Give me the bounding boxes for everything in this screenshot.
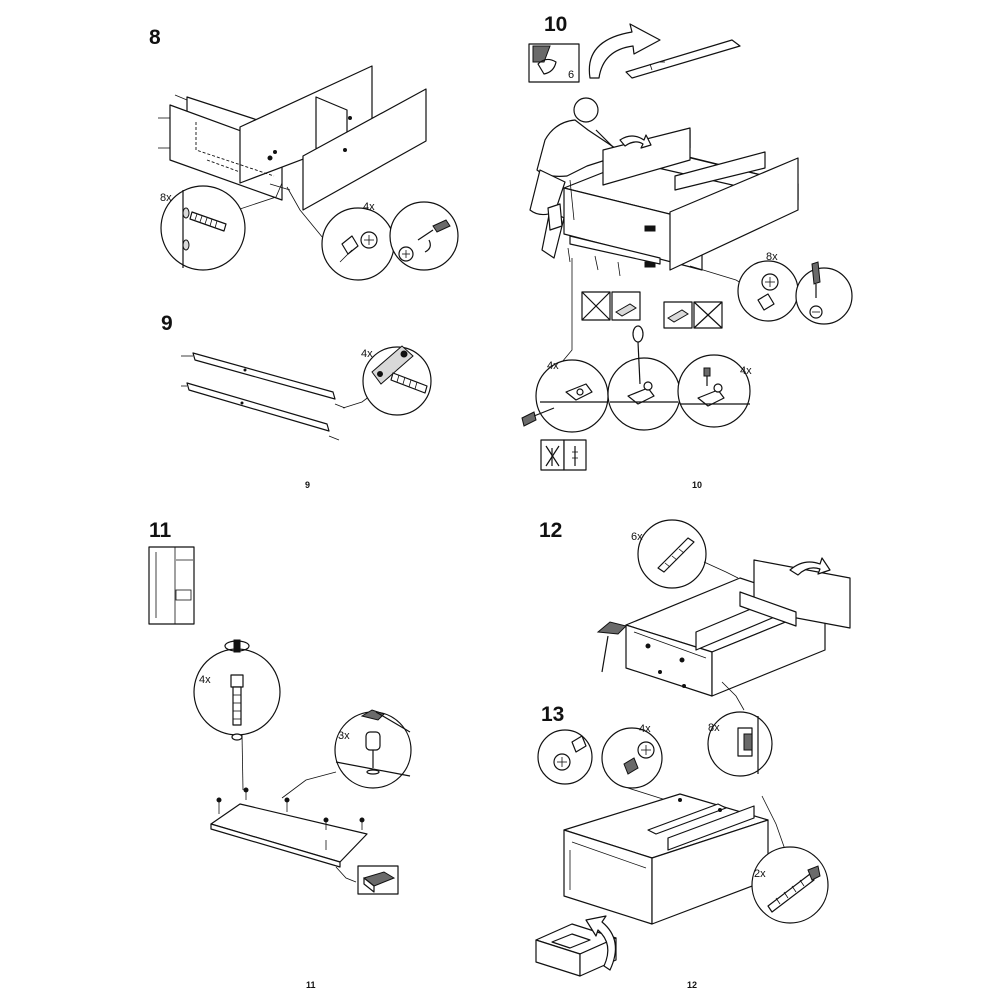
step-11-illustration: 4x 3x	[148, 546, 412, 895]
cam-lock-detail-bubble	[321, 207, 395, 281]
booklet-page-label: 6	[568, 69, 574, 81]
dowel-icon	[657, 537, 695, 573]
page-number: 11	[306, 980, 316, 990]
dowel-detail-bubble	[637, 519, 707, 589]
screw-type-icons	[540, 439, 587, 471]
connector-detail-bubble	[707, 711, 773, 777]
instruction-page-11: 11 11 4x	[0, 500, 500, 1000]
step-12-13-illustration: 6x 8x	[535, 519, 851, 977]
page-number: 12	[687, 980, 698, 990]
qty-glides: 3x	[338, 730, 350, 742]
cam-lock-icon	[757, 273, 779, 311]
step-13-number: 13	[541, 703, 565, 726]
step-8-9-illustration: 8x 4x	[158, 65, 459, 441]
screwdriver-icon	[632, 325, 644, 385]
dowel-icon	[189, 211, 227, 232]
wardrobe-overview-icon	[148, 546, 195, 625]
booklet-page-icon: 6	[528, 43, 580, 83]
screwdriver-detail-bubble	[389, 201, 459, 271]
step-8-number: 8	[149, 26, 161, 49]
step-8-cabinet-frame	[158, 65, 427, 211]
rotate-arrow-icon	[224, 639, 250, 653]
step-10-number: 10	[544, 13, 568, 36]
qty-cam-locks: 4x	[363, 201, 375, 213]
hammer-icon	[360, 709, 411, 733]
qty-brackets: 4x	[547, 360, 559, 372]
cam-lock-icon	[553, 735, 587, 771]
instruction-page-9: 8 9 9	[0, 0, 500, 500]
qty-cam-locks: 8x	[766, 251, 778, 263]
instruction-page-12: 12 13 12 6x	[500, 500, 1000, 1000]
hammer-icon	[596, 621, 627, 673]
step-11-number: 11	[149, 519, 172, 542]
cam-lock-detail-bubble	[737, 260, 799, 322]
step-12-number: 12	[539, 519, 563, 542]
screwdriver-icon	[417, 219, 451, 241]
screw-icon	[521, 407, 555, 427]
qty-legs: 4x	[199, 674, 211, 686]
screw-icon	[703, 367, 711, 386]
adjustable-leg-icon	[230, 674, 244, 741]
flip-cabinet-icon	[535, 915, 617, 977]
bracket-fastened-bubble	[607, 325, 681, 431]
rail-dowel-detail-bubble	[362, 345, 432, 416]
edge-detail-box	[357, 865, 399, 895]
step-10-illustration: 6	[521, 23, 853, 471]
qty-dowels: 6x	[631, 531, 643, 543]
cam-lock-detail-bubble	[537, 729, 593, 785]
step-13-cabinet	[563, 793, 769, 925]
qty-screws: 2x	[754, 868, 766, 880]
qty-bracket-screws: 4x	[740, 365, 752, 377]
page-number: 9	[305, 480, 311, 490]
page-number: 10	[692, 480, 703, 490]
step-10-cabinet	[547, 127, 799, 277]
bracket-screwed-bubble	[677, 354, 751, 428]
orientation-wrong-right-icons	[581, 291, 723, 329]
dowel-icon	[390, 372, 428, 394]
step-11-base-panel	[210, 787, 368, 868]
step-9-rails	[181, 352, 346, 441]
screw-detail-bubble	[751, 846, 829, 924]
screwdriver-icon	[811, 261, 821, 298]
qty-cam-locks: 4x	[639, 723, 651, 735]
dowel-detail-bubble	[160, 185, 246, 271]
flip-arrow-icon	[588, 23, 661, 79]
step-9-number: 9	[161, 312, 173, 335]
qty-dowels: 8x	[160, 192, 172, 204]
cam-insert-detail-bubble	[601, 727, 663, 789]
step-12-cabinet	[625, 559, 851, 697]
screwdriver-detail-bubble	[795, 261, 853, 325]
instruction-page-10: 10 10 6	[500, 0, 1000, 500]
cam-lock-icon	[339, 231, 378, 263]
qty-connectors: 8x	[708, 722, 720, 734]
leg-detail-bubble	[193, 639, 281, 741]
qty-rail-dowels: 4x	[361, 348, 373, 360]
screw-icon	[767, 865, 821, 913]
glide-detail-bubble	[334, 709, 412, 789]
